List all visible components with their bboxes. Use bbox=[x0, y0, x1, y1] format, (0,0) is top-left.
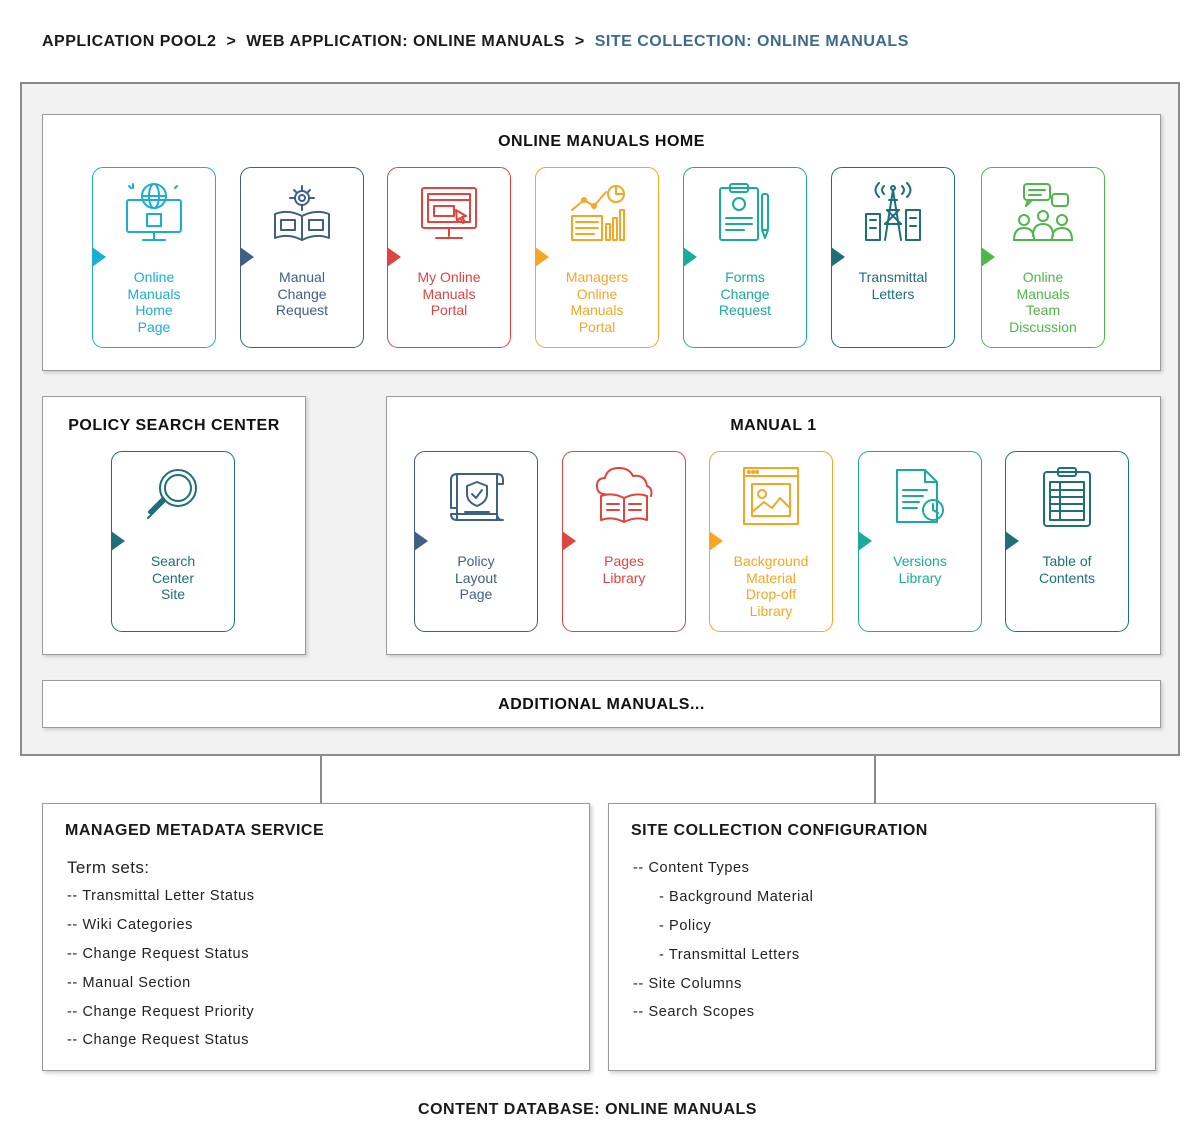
connector-line bbox=[320, 756, 322, 804]
card-label: Search Center Site bbox=[150, 553, 196, 603]
card-label: Policy Layout Page bbox=[454, 553, 498, 603]
card-online-manuals-team-discussion[interactable]: Online Manuals Team Discussion bbox=[981, 167, 1105, 348]
term-set-item: -- Change Request Status bbox=[67, 945, 250, 962]
card-policy-layout-page[interactable]: Policy Layout Page bbox=[414, 451, 538, 632]
card-arrow-icon bbox=[831, 247, 845, 267]
card-label: Manual Change Request bbox=[275, 269, 329, 319]
panel-title: POLICY SEARCH CENTER bbox=[68, 417, 280, 434]
card-label: Table of Contents bbox=[1038, 553, 1096, 586]
additional-manuals-panel[interactable]: ADDITIONAL MANUALS... bbox=[42, 680, 1161, 728]
card-arrow-icon bbox=[387, 247, 401, 267]
card-online-manuals-home-page[interactable]: Online Manuals Home Page bbox=[92, 167, 216, 348]
cloud-book-icon bbox=[591, 464, 657, 530]
card-arrow-icon bbox=[683, 247, 697, 267]
config-item: -- Content Types bbox=[633, 860, 750, 876]
site-collection-configuration-box: SITE COLLECTION CONFIGURATION -- Content… bbox=[608, 803, 1156, 1071]
card-transmittal-letters[interactable]: Transmittal Letters bbox=[831, 167, 955, 348]
magnifier-icon bbox=[140, 464, 206, 530]
configuration-list: -- Content Types - Background Material - P… bbox=[633, 854, 813, 1027]
card-arrow-icon bbox=[562, 531, 576, 551]
panel-title: ONLINE MANUALS HOME bbox=[498, 133, 705, 150]
content-database-label: CONTENT DATABASE: ONLINE MANUALS bbox=[418, 1101, 757, 1118]
team-chat-icon bbox=[1010, 180, 1076, 246]
breadcrumb-app-pool[interactable]: APPLICATION POOL2 bbox=[42, 33, 217, 50]
breadcrumb-separator: > bbox=[574, 33, 585, 50]
clipboard-table-icon bbox=[1034, 464, 1100, 530]
card-label: Background Material Drop-off Library bbox=[733, 553, 809, 619]
card-arrow-icon bbox=[111, 531, 125, 551]
box-title: SITE COLLECTION CONFIGURATION bbox=[631, 822, 928, 839]
term-set-item: -- Change Request Priority bbox=[67, 1003, 255, 1020]
managed-metadata-service-box: MANAGED METADATA SERVICE Term sets: -- T… bbox=[42, 803, 590, 1071]
card-label: My Online Manuals Portal bbox=[417, 269, 481, 319]
card-arrow-icon bbox=[535, 247, 549, 267]
breadcrumb-web-app[interactable]: WEB APPLICATION: ONLINE MANUALS bbox=[246, 33, 565, 50]
card-label: Pages Library bbox=[602, 553, 646, 586]
term-set-item: -- Transmittal Letter Status bbox=[67, 888, 255, 904]
term-set-item: -- Change Request Status bbox=[67, 1032, 250, 1049]
panel-title: ADDITIONAL MANUALS... bbox=[498, 696, 705, 713]
box-title: MANAGED METADATA SERVICE bbox=[65, 822, 325, 839]
monitor-portal-icon bbox=[416, 180, 482, 246]
card-label: Forms Change Request bbox=[718, 269, 772, 319]
connector-line bbox=[874, 756, 876, 804]
card-managers-online-manuals-portal[interactable]: Managers Online Manuals Portal bbox=[535, 167, 659, 348]
scroll-shield-icon bbox=[443, 464, 509, 530]
card-background-material-drop-off-library[interactable]: Background Material Drop-off Library bbox=[709, 451, 833, 632]
globe-monitor-icon bbox=[121, 180, 187, 246]
config-subitem: - Background Material bbox=[659, 888, 814, 905]
card-arrow-icon bbox=[1005, 531, 1019, 551]
breadcrumb-site-collection[interactable]: SITE COLLECTION: ONLINE MANUALS bbox=[594, 33, 909, 50]
document-clock-icon bbox=[887, 464, 953, 530]
term-set-list: -- Transmittal Letter Status -- Wiki Cate… bbox=[67, 882, 255, 1055]
browser-image-icon bbox=[738, 464, 804, 530]
breadcrumb: APPLICATION POOL2 > WEB APPLICATION: ONLIN… bbox=[42, 33, 909, 51]
config-subitem: - Policy bbox=[659, 917, 712, 934]
card-arrow-icon bbox=[414, 531, 428, 551]
card-arrow-icon bbox=[981, 247, 995, 267]
term-sets-heading: Term sets: bbox=[67, 858, 150, 877]
config-item: -- Site Columns bbox=[633, 975, 742, 992]
card-label: Transmittal Letters bbox=[858, 269, 928, 302]
card-pages-library[interactable]: Pages Library bbox=[562, 451, 686, 632]
card-label: Managers Online Manuals Portal bbox=[565, 269, 629, 335]
config-subitem: - Transmittal Letters bbox=[659, 946, 800, 963]
config-item: -- Search Scopes bbox=[633, 1004, 755, 1021]
clipboard-form-icon bbox=[712, 180, 778, 246]
card-arrow-icon bbox=[240, 247, 254, 267]
analytics-chart-icon bbox=[564, 180, 630, 246]
card-arrow-icon bbox=[92, 247, 106, 267]
card-arrow-icon bbox=[709, 531, 723, 551]
card-my-online-manuals-portal[interactable]: My Online Manuals Portal bbox=[387, 167, 511, 348]
card-manual-change-request[interactable]: Manual Change Request bbox=[240, 167, 364, 348]
card-label: Online Manuals Team Discussion bbox=[1009, 269, 1077, 335]
card-label: Versions Library bbox=[893, 553, 947, 586]
card-forms-change-request[interactable]: Forms Change Request bbox=[683, 167, 807, 348]
card-label: Online Manuals Home Page bbox=[127, 269, 181, 335]
term-set-item: -- Wiki Categories bbox=[67, 916, 194, 933]
panel-title: MANUAL 1 bbox=[730, 417, 817, 434]
card-arrow-icon bbox=[858, 531, 872, 551]
card-search-center-site[interactable]: Search Center Site bbox=[111, 451, 235, 632]
breadcrumb-separator: > bbox=[226, 33, 237, 50]
term-set-item: -- Manual Section bbox=[67, 974, 191, 991]
gear-book-icon bbox=[269, 180, 335, 246]
transmission-tower-icon bbox=[860, 180, 926, 246]
card-versions-library[interactable]: Versions Library bbox=[858, 451, 982, 632]
card-table-of-contents[interactable]: Table of Contents bbox=[1005, 451, 1129, 632]
